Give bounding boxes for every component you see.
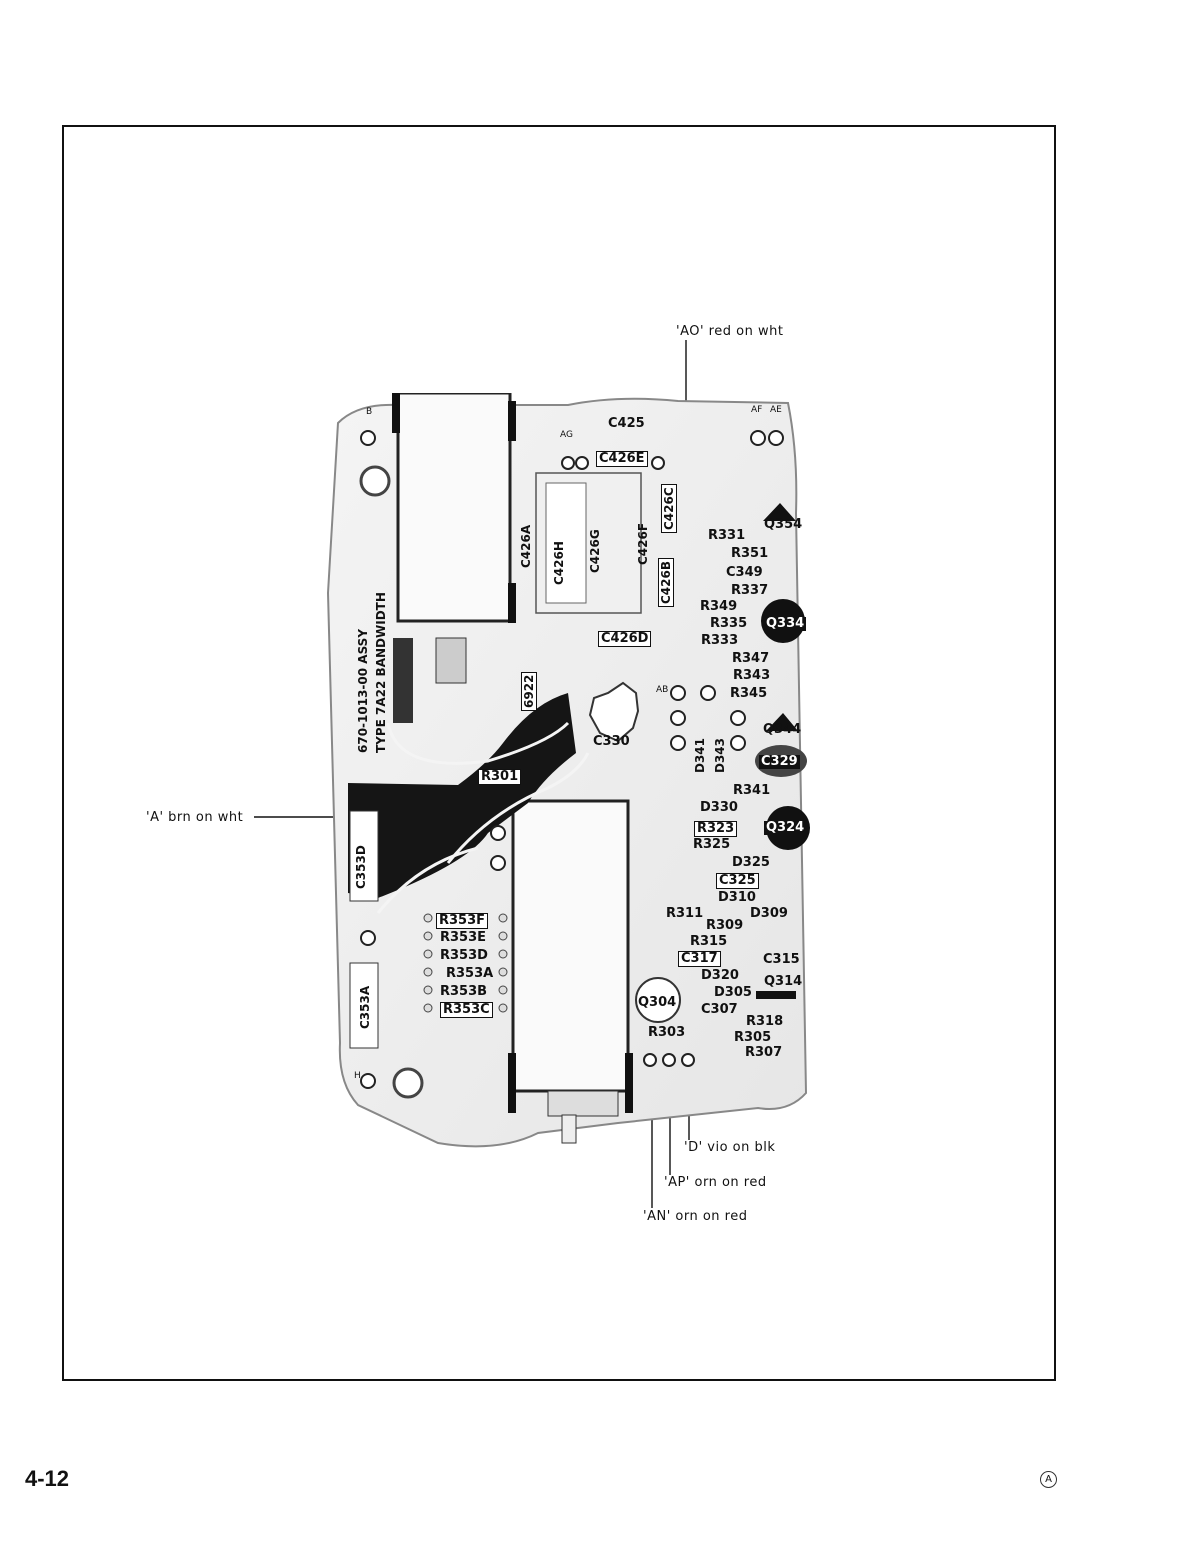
callout-d: 'D' vio on blk — [684, 1140, 776, 1155]
comp-d330: D330 — [700, 800, 738, 815]
comp-r351: R351 — [731, 546, 769, 561]
comp-r345: R345 — [730, 686, 768, 701]
comp-r325: R325 — [693, 837, 731, 852]
upper-module — [396, 393, 512, 623]
circuit-board-photo: 670-1013-00 ASSY TYPE 7A22 BANDWIDTH 692… — [318, 393, 813, 1155]
comp-r301: R301 — [478, 769, 522, 785]
comp-c329: C329 — [759, 754, 800, 769]
pin-h: H — [354, 1071, 361, 1081]
comp-c330: C330 — [593, 734, 630, 749]
comp-c426c: C426C — [661, 484, 677, 533]
mounting-hole-bottom — [392, 1067, 424, 1099]
comp-r353a: R353A — [446, 966, 494, 981]
comp-q344: Q344 — [763, 722, 802, 737]
q304-body — [635, 977, 681, 1023]
pin-b: B — [366, 407, 373, 417]
comp-d320: D320 — [701, 968, 739, 983]
comp-r353d: R353D — [440, 948, 488, 963]
comp-d325: D325 — [732, 855, 770, 870]
q314-body — [756, 991, 796, 999]
q354-body — [763, 503, 796, 521]
mounting-hole-top — [359, 465, 391, 497]
comp-c317: C317 — [678, 951, 721, 967]
comp-c426a: C426A — [519, 524, 533, 568]
comp-q304: Q304 — [638, 995, 677, 1010]
page-number: 4-12 — [25, 1466, 70, 1491]
callout-an: 'AN' orn on red — [643, 1209, 748, 1224]
comp-q334: Q334 — [764, 616, 807, 631]
comp-c353d: C353D — [354, 845, 368, 889]
q344-body — [766, 713, 798, 731]
comp-d341: D341 — [693, 737, 707, 773]
comp-r331: R331 — [708, 528, 746, 543]
pin-ab: AB — [656, 685, 669, 695]
comp-d310: D310 — [718, 890, 756, 905]
comp-c426d: C426D — [598, 631, 652, 647]
comp-c325: C325 — [716, 873, 759, 889]
comp-d305: D305 — [714, 985, 752, 1000]
c353a-body — [349, 962, 379, 1049]
pcb-number: 6922 — [521, 671, 537, 711]
comp-r315: R315 — [690, 934, 728, 949]
pin-ag: AG — [560, 430, 573, 440]
revision-mark: A — [1040, 1471, 1057, 1488]
comp-r323: R323 — [694, 821, 738, 837]
comp-q314: Q314 — [764, 974, 803, 989]
comp-r341: R341 — [733, 783, 771, 798]
comp-r335: R335 — [710, 616, 748, 631]
comp-r307: R307 — [745, 1045, 783, 1060]
callout-ap: 'AP' orn on red — [664, 1175, 767, 1190]
comp-r353f: R353F — [436, 913, 489, 929]
c353d-body — [349, 810, 379, 902]
comp-c425: C425 — [608, 416, 645, 431]
pin-ae: AE — [770, 405, 782, 415]
comp-r311: R311 — [666, 906, 704, 921]
comp-c353a: C353A — [358, 985, 372, 1029]
comp-c426g: C426G — [588, 529, 602, 573]
type-label: TYPE 7A22 BANDWIDTH — [374, 592, 388, 753]
resistor-array — [423, 913, 508, 1013]
comp-c426b: C426B — [658, 557, 674, 607]
callout-a: 'A' brn on wht — [146, 810, 244, 825]
comp-q354: Q354 — [764, 517, 803, 532]
comp-d309: D309 — [750, 906, 788, 921]
solder-pads — [360, 430, 784, 1089]
c330-body — [588, 681, 640, 743]
comp-c426h: C426H — [552, 541, 566, 585]
comp-r337: R337 — [731, 583, 769, 598]
comp-c315: C315 — [763, 952, 800, 967]
comp-r303: R303 — [648, 1025, 686, 1040]
comp-r353e: R353E — [440, 930, 487, 945]
comp-r333: R333 — [701, 633, 739, 648]
comp-c426e: C426E — [596, 451, 648, 467]
comp-r318: R318 — [746, 1014, 784, 1029]
comp-d343: D343 — [713, 737, 727, 773]
assy-label: 670-1013-00 ASSY — [356, 628, 370, 753]
comp-r349: R349 — [700, 599, 738, 614]
callout-ao: 'AO' red on wht — [676, 324, 784, 339]
black-wire-sleeve — [348, 693, 576, 898]
comp-c349: C349 — [726, 565, 763, 580]
figure-frame — [62, 125, 1056, 1381]
comp-r353c: R353C — [440, 1002, 493, 1018]
comp-c426f: C426F — [636, 522, 650, 565]
comp-r305: R305 — [734, 1030, 772, 1045]
comp-r343: R343 — [733, 668, 771, 683]
lower-module — [511, 799, 630, 1093]
pin-af: AF — [751, 405, 763, 415]
comp-c307: C307 — [701, 1002, 738, 1017]
comp-r309: R309 — [706, 918, 744, 933]
comp-r353b: R353B — [440, 984, 488, 999]
comp-r347: R347 — [732, 651, 770, 666]
comp-q324: Q324 — [764, 820, 807, 835]
